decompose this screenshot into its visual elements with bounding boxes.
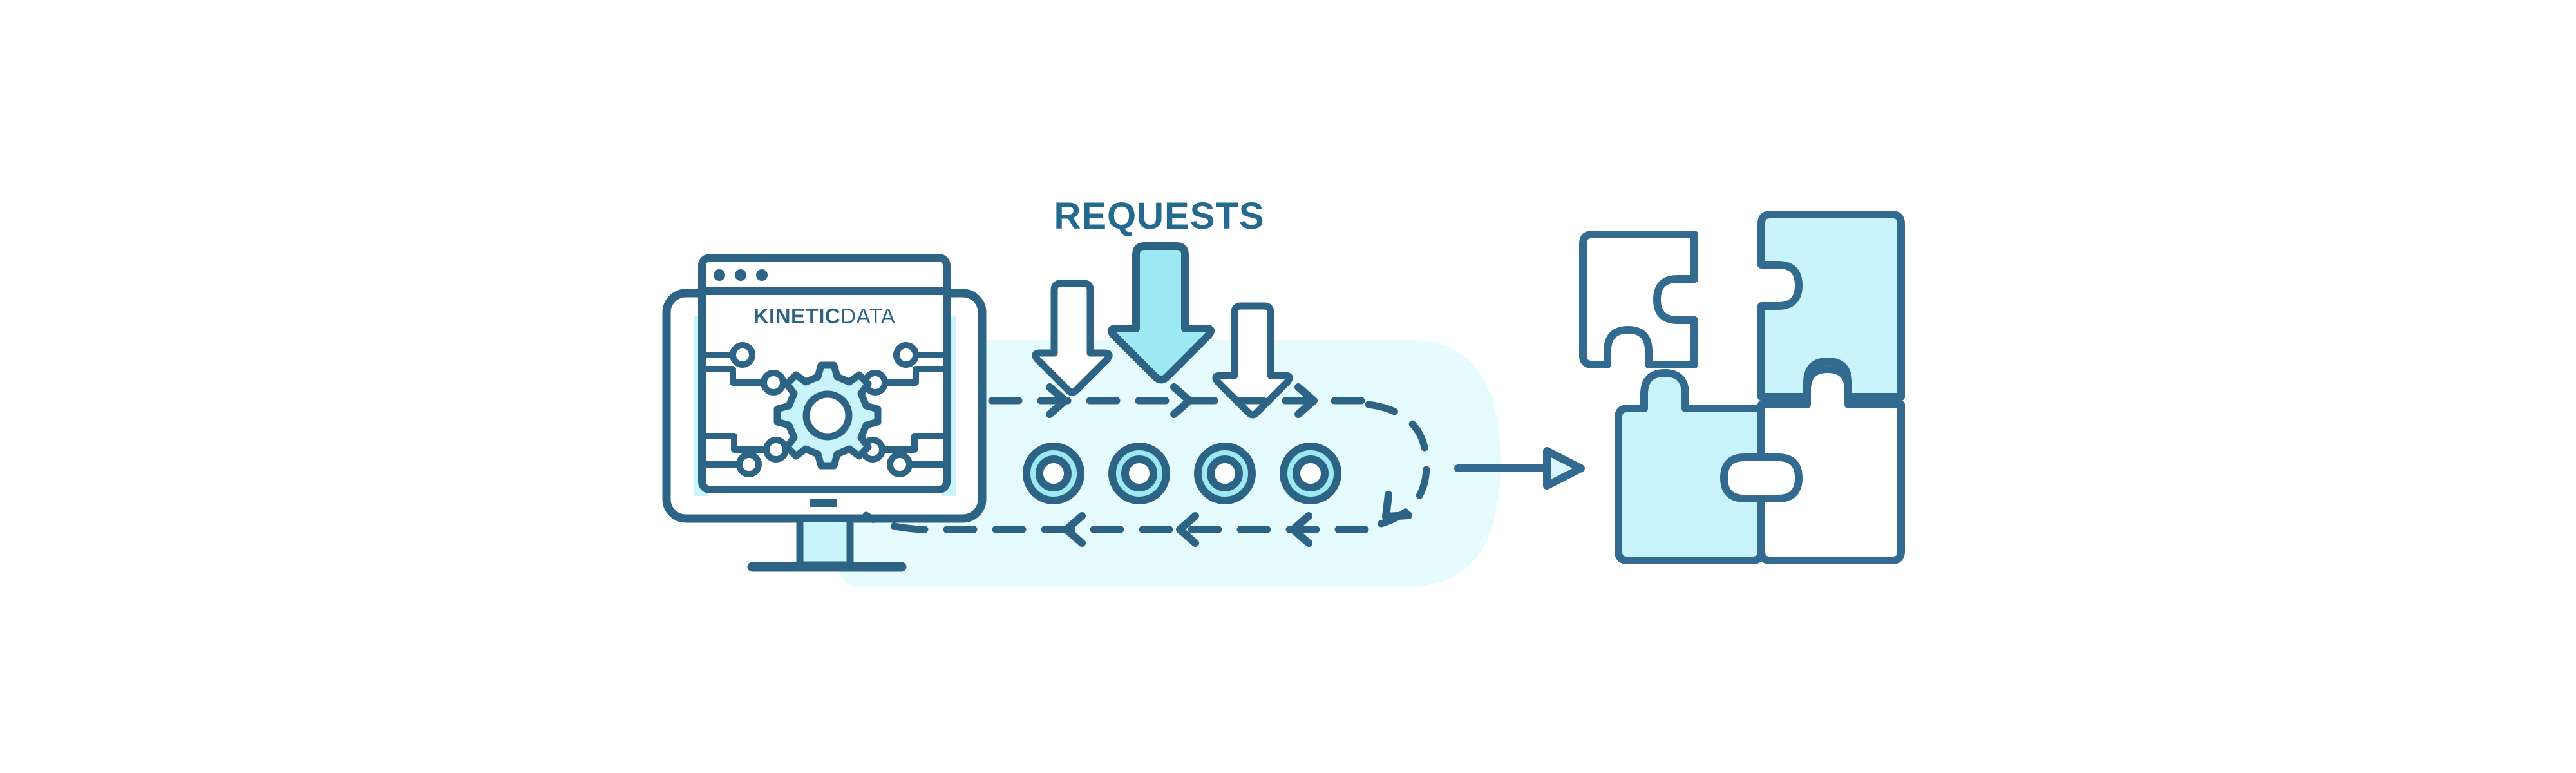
kinetic-data-monitor: KINETICDATA xyxy=(662,254,987,572)
pipeline-nodes xyxy=(1023,443,1341,504)
circuit-nodes-left xyxy=(730,342,789,477)
browser-dot-maximize-icon xyxy=(756,269,768,281)
monitor-stand-neck xyxy=(796,515,854,569)
svg-text:KINETICDATA: KINETICDATA xyxy=(753,304,896,328)
circuit-node xyxy=(730,342,755,368)
arrowhead-down-left xyxy=(1382,491,1412,520)
request-down-arrows xyxy=(1032,242,1293,419)
circuit-node xyxy=(736,452,762,477)
puzzle-piece-bottom-right xyxy=(1757,365,1905,564)
request-arrow-right xyxy=(1212,302,1293,419)
puzzle-piece-bottom-left xyxy=(1615,369,1765,564)
circuit-node xyxy=(763,437,789,463)
browser-dot-close-icon xyxy=(714,269,725,281)
arrowhead-right xyxy=(1294,383,1318,418)
logo-bold-part: KINETIC xyxy=(753,304,841,328)
request-arrow-left xyxy=(1032,280,1113,396)
connector-arrowhead xyxy=(1543,447,1585,490)
puzzle-piece-top-right xyxy=(1757,211,1905,401)
loop-corner-arrowhead xyxy=(1382,491,1412,520)
gear-icon xyxy=(773,361,882,470)
logo-light-part: DATA xyxy=(840,304,895,328)
loop-left-dashed-arc xyxy=(862,511,925,533)
pipeline-to-puzzle-arrow xyxy=(1454,447,1585,490)
circuit-node xyxy=(761,370,786,396)
circuit-node xyxy=(893,342,919,368)
kinetic-data-logo: KINETICDATA xyxy=(753,304,896,328)
puzzle-piece-top-left xyxy=(1579,231,1698,368)
browser-dot-minimize-icon xyxy=(735,269,746,281)
pipeline-node xyxy=(1194,443,1256,504)
arrowhead-left xyxy=(1176,512,1199,547)
pipeline-node xyxy=(1108,443,1170,504)
pipeline-node xyxy=(1023,443,1084,504)
circuit-traces-left xyxy=(702,352,771,468)
loop-bottom-arrowheads xyxy=(1063,512,1312,547)
arrowhead-left xyxy=(1063,512,1086,547)
request-arrow-center xyxy=(1107,242,1215,384)
loop-top-arrowheads xyxy=(1046,383,1318,418)
circuit-board-graphic xyxy=(702,342,947,477)
pipeline-node xyxy=(1280,443,1341,504)
arrowhead-left xyxy=(1289,512,1312,547)
arrowhead-right xyxy=(1170,383,1193,418)
puzzle-group xyxy=(1579,211,1905,564)
circuit-node xyxy=(887,452,913,477)
circuit-traces-right xyxy=(878,352,947,468)
arrowhead-right xyxy=(1046,383,1069,418)
page-title: REQUESTS xyxy=(1054,195,1264,237)
